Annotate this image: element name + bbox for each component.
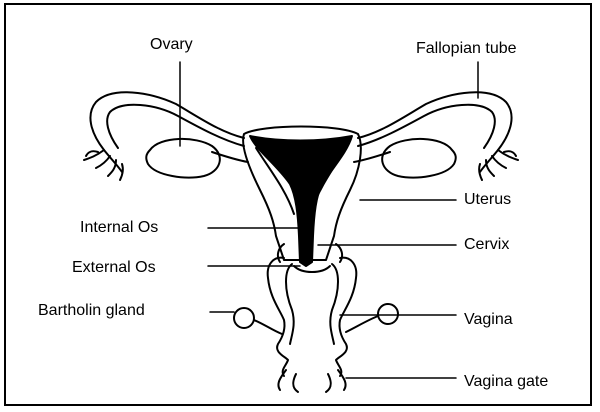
right-fallopian-tube-inner (358, 105, 495, 148)
left-fallopian-tube (90, 92, 244, 172)
vagina-inner-right (330, 264, 338, 344)
label-vagina: Vagina (464, 311, 513, 329)
vagina-left-wall (268, 258, 288, 376)
vaginal-opening (294, 266, 330, 272)
label-cervix: Cervix (464, 236, 509, 254)
left-bartholin-gland (234, 308, 254, 328)
left-ovary (146, 139, 220, 178)
label-uterus: Uterus (464, 191, 511, 209)
left-ovary-ligament (212, 152, 248, 162)
label-vagina-gate: Vagina gate (464, 373, 548, 391)
right-bartholin-duct (346, 316, 378, 332)
label-ovary: Ovary (150, 36, 193, 54)
labia-right (326, 370, 346, 392)
label-external-os: External Os (72, 259, 156, 277)
leader-lines (180, 62, 478, 378)
vagina-inner-left (286, 264, 294, 344)
label-fallopian-tube: Fallopian tube (416, 40, 517, 58)
right-bartholin-gland (378, 304, 398, 324)
label-bartholin-gland: Bartholin gland (38, 302, 145, 320)
right-ovary (382, 139, 456, 178)
left-bartholin-duct (254, 320, 282, 334)
label-internal-os: Internal Os (80, 219, 158, 237)
vagina-right-wall (336, 258, 356, 376)
left-fallopian-tube-inner (107, 105, 244, 148)
right-fallopian-tube (358, 92, 512, 172)
labia-left (278, 370, 298, 392)
